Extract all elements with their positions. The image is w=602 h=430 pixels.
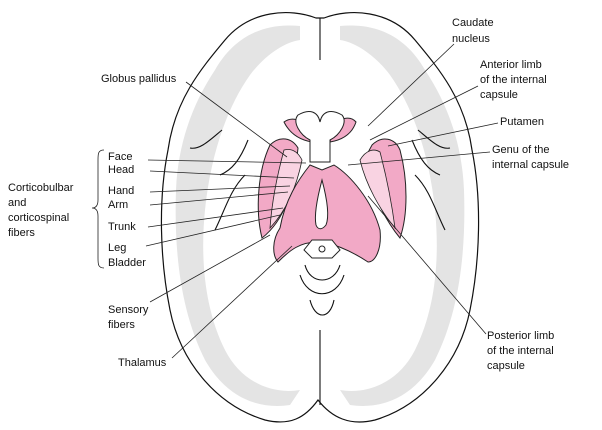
sulcus-left: [189, 129, 249, 231]
label-posterior-limb-3: capsule: [487, 360, 525, 372]
label-anterior-limb-3: capsule: [480, 89, 518, 101]
label-fibers-group-1: Corticobulbar: [8, 182, 74, 194]
label-genu-1: Genu of the: [492, 144, 550, 156]
leader-lines: [145, 43, 499, 359]
label-anterior-limb-2: of the internal: [480, 74, 547, 86]
label-leg: Leg: [108, 242, 126, 254]
label-bladder: Bladder: [108, 257, 146, 269]
label-putamen: Putamen: [500, 116, 544, 128]
label-posterior-limb-2: of the internal: [487, 345, 554, 357]
label-genu-2: internal capsule: [492, 159, 569, 171]
label-arm: Arm: [108, 199, 128, 211]
label-caudate-2: nucleus: [452, 33, 490, 45]
midbrain: [303, 239, 341, 259]
label-head: Head: [108, 164, 134, 176]
label-sensory-1: Sensory: [108, 304, 149, 316]
label-thalamus: Thalamus: [118, 357, 167, 369]
third-ventricle: [315, 178, 329, 230]
cerebellar-vermis: [299, 264, 345, 316]
label-hand: Hand: [108, 185, 134, 197]
label-trunk: Trunk: [108, 221, 136, 233]
sulcus-right: [411, 129, 451, 231]
label-sensory-2: fibers: [108, 319, 135, 331]
label-globus-pallidus: Globus pallidus: [101, 73, 177, 85]
label-face: Face: [108, 151, 132, 163]
label-fibers-group-2: and: [8, 197, 26, 209]
label-anterior-limb-1: Anterior limb: [480, 59, 542, 71]
label-fibers-group-3: corticospinal: [8, 212, 69, 224]
fibers-brace: [91, 149, 105, 269]
aqueduct: [318, 245, 326, 253]
label-posterior-limb-1: Posterior limb: [487, 330, 554, 342]
lateral-ventricles: [295, 111, 345, 163]
label-fibers-group-4: fibers: [8, 227, 35, 239]
cortex-left: [175, 25, 300, 406]
globus-pallidus-right: [359, 149, 396, 230]
cortex-right: [340, 25, 465, 406]
label-caudate-1: Caudate: [452, 17, 494, 29]
